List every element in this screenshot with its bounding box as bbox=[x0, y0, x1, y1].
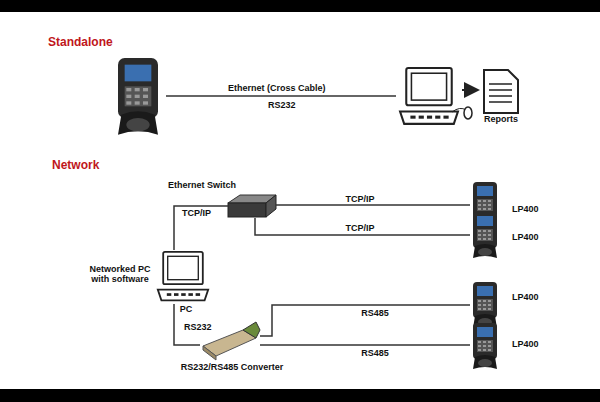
node-label: LP400 bbox=[512, 292, 539, 302]
node-label: LP400 bbox=[512, 339, 539, 349]
edge-label: RS485 bbox=[359, 348, 391, 358]
connector bbox=[260, 305, 470, 336]
cable-label: Ethernet (Cross Cable) bbox=[228, 83, 326, 93]
bottom-bar bbox=[0, 389, 600, 402]
edge-label: TCP/IP bbox=[343, 194, 376, 204]
networked-pc: Networked PC with softwarePC bbox=[156, 250, 210, 304]
edge-label: RS485 bbox=[359, 308, 391, 318]
ethernet-switch: Ethernet Switch bbox=[228, 194, 276, 218]
connector bbox=[255, 218, 470, 235]
node-label: LP400 bbox=[512, 232, 539, 242]
lp400-terminal: LP400 bbox=[470, 282, 500, 330]
reports-document: Reports bbox=[484, 70, 518, 114]
cable-label: RS232 bbox=[268, 100, 296, 110]
top-bar bbox=[0, 0, 600, 12]
lp400-terminal: LP400 bbox=[470, 182, 500, 230]
edge-label: TCP/IP bbox=[180, 208, 213, 218]
lp400-terminal: LP400 bbox=[470, 323, 500, 371]
node-label: Networked PC with software bbox=[85, 264, 155, 285]
edge-label: RS232 bbox=[182, 322, 214, 332]
node-label: PC bbox=[180, 304, 193, 314]
lp400-terminal: LP400 bbox=[470, 212, 500, 260]
connector bbox=[260, 344, 470, 346]
node-label: Ethernet Switch bbox=[168, 180, 236, 190]
section-heading: Standalone bbox=[48, 35, 113, 49]
node-label: LP400 bbox=[512, 204, 539, 214]
node-label: Reports bbox=[484, 114, 518, 124]
section-heading: Network bbox=[52, 158, 99, 172]
connector bbox=[276, 204, 470, 206]
edge-label: TCP/IP bbox=[343, 223, 376, 233]
node-label: RS232/RS485 Converter bbox=[181, 362, 284, 372]
connector bbox=[174, 206, 228, 250]
